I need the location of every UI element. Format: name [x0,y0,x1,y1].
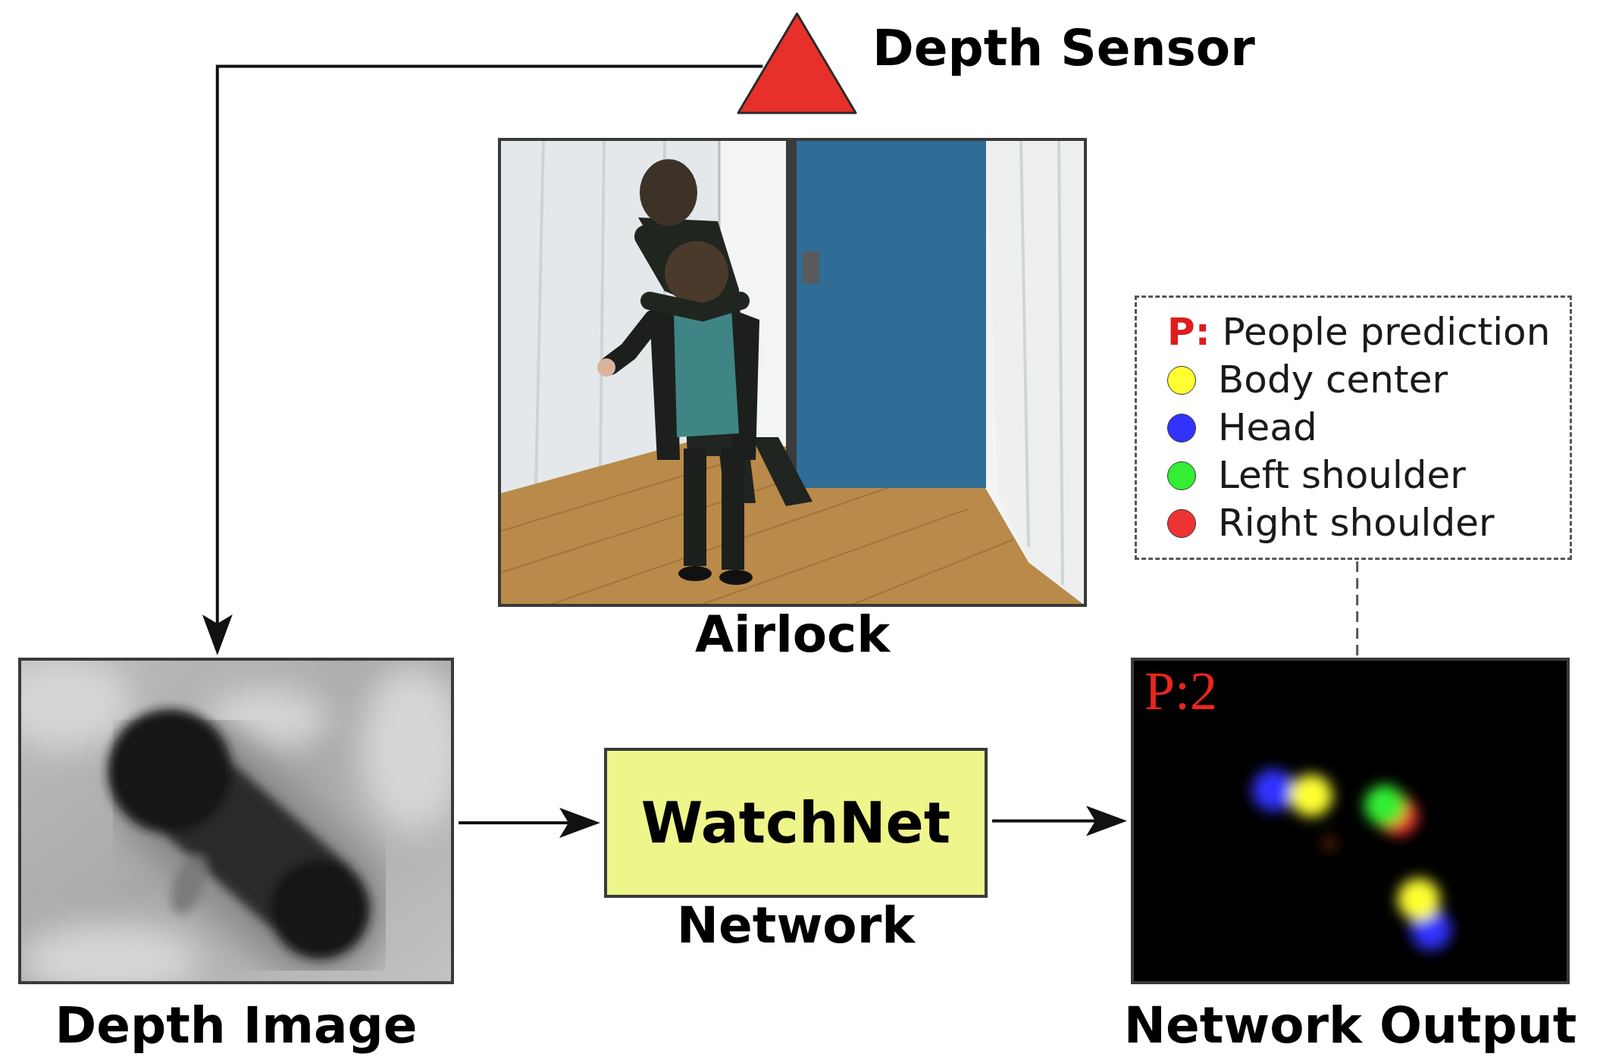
circle-part [1252,769,1295,812]
legend-leader [1355,561,1359,657]
sensor-triangle-shape [738,13,856,113]
line-part [1020,137,1029,548]
path-part [610,319,654,366]
circle-part [1364,785,1406,827]
line-part [497,456,749,533]
circle-part [269,859,370,960]
image-caption: Depth Image [54,1001,417,1052]
circle-part [107,709,232,834]
legend-row: Body center [1167,356,1550,404]
legend-swatch [1167,413,1197,443]
ellipse-part [719,569,753,586]
ellipse-part [678,566,712,582]
blue-door [796,137,987,489]
legend-box: P: People predictionBody centerHeadLeft … [1134,295,1572,561]
path-part [649,300,741,313]
network-name: WatchNet [641,795,951,852]
front-person [597,241,760,586]
line-part [497,471,817,574]
sensor-triangle: Depth Sensor [736,12,858,115]
legend-text: Right shoulder [1218,502,1495,545]
output-background [1130,657,1570,985]
door-frame [785,137,797,489]
ellipse-part [639,159,698,226]
circle-part [597,358,616,377]
polygon-part [751,437,813,507]
line-part [600,137,605,472]
circle-part [1321,836,1337,852]
circle-part [1397,878,1441,921]
flow-arrow [217,66,764,649]
output-caption: Network Output [1124,1001,1578,1052]
back-wall [497,137,1087,608]
legend-swatch [1167,509,1197,539]
network-box: WatchNetNetwork [604,748,988,899]
polygon-part [673,308,739,438]
circle-part [664,241,729,305]
rect-part [721,448,745,570]
airlock-photo [497,137,1087,608]
flow-arrow [992,820,1120,824]
legend-swatch [1167,461,1197,491]
rect-part [683,448,707,567]
sensor-label: Depth Sensor [872,23,1256,74]
legend-text: P: People prediction [1167,311,1550,354]
line-part [543,486,893,608]
line-part [535,137,544,487]
legend-swatch [1167,366,1197,395]
legend-text: Body center [1218,359,1448,401]
ellipse-part [18,923,201,985]
photo-frame: Airlock [497,137,1087,608]
ellipse-part [164,851,214,920]
photo-caption: Airlock [695,610,890,661]
output-frame: P:2Network Output [1130,657,1570,985]
ellipse-part [359,665,455,833]
line-part [1058,137,1063,586]
depth-image-frame: Depth Image [18,657,455,985]
legend-row: Head [1167,403,1550,452]
depth-image [18,657,455,985]
legend-text: Left shoulder [1218,454,1466,497]
right-curtain-folds [1020,137,1063,586]
depth-light-patches [18,657,455,985]
depth-people-blob [107,709,370,960]
output-heatmap [1130,657,1570,985]
circle-part [1290,774,1333,818]
legend-row: Left shoulder [1167,451,1550,500]
network-caption: Network [676,901,915,952]
people-count: P:2 [1144,663,1218,719]
legend-row: P: People prediction [1167,308,1550,357]
right-curtain [986,137,1087,608]
line-part [846,539,1014,608]
legend-row: Right shoulder [1167,499,1550,548]
door-handle [802,251,820,284]
keypoint-blobs [1252,769,1452,951]
triangle-outline [736,12,858,115]
ellipse-part [18,657,132,749]
legend-text: Head [1218,407,1318,449]
flow-arrow [458,821,593,825]
